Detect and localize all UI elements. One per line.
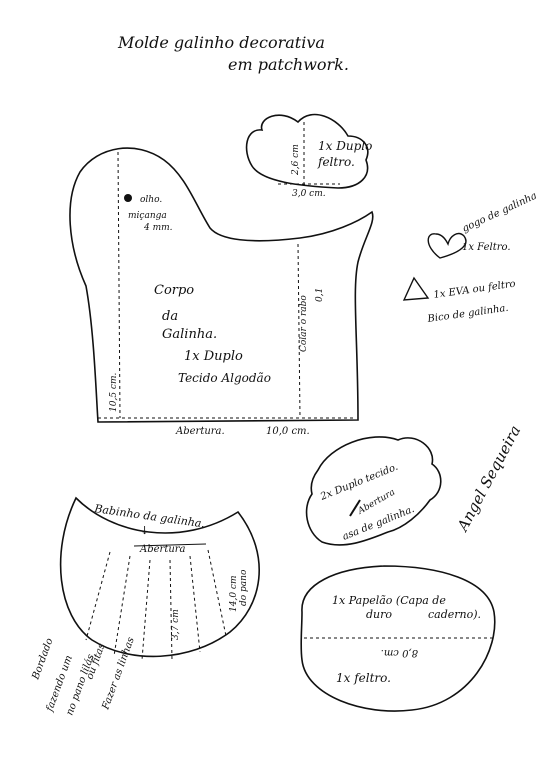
skirt-measure-right-a: 14,0 cm: [229, 576, 239, 612]
skirt-radial-line: [141, 559, 151, 661]
small-wing-piece: 2,6 cm 1x Duplo feltro. 3,0 cm.: [245, 113, 372, 199]
beak-shape: [402, 276, 430, 301]
heart-shape: [427, 232, 467, 259]
tail-line: [297, 243, 301, 419]
beak-label: Bico de galinha.: [426, 303, 509, 325]
body-height-line: [117, 151, 121, 419]
body-outline: [69, 147, 374, 423]
skirt-arrow: ↓: [140, 524, 149, 537]
skirt-opening-line: [133, 543, 207, 547]
tail-label: Colar o rabo: [299, 295, 309, 352]
body-label-3: Galinha.: [162, 327, 217, 342]
small-wing-label-1: 1x Duplo: [318, 139, 372, 153]
big-wing-opening-mark: [349, 499, 361, 517]
heart-count: 1x Feltro.: [462, 242, 511, 253]
eye-dot: [124, 194, 132, 202]
eye-label-2: miçanga: [128, 211, 167, 221]
title-line-1: Molde galinho decorativa: [117, 33, 325, 52]
skirt-measure-left: 3,7 cm: [171, 609, 181, 640]
base-outline: [300, 565, 496, 712]
skirt-radial-line: [85, 551, 111, 641]
body-height: 10,5 cm.: [109, 373, 119, 412]
skirt-radial-line: [207, 549, 227, 637]
skirt-measure-right-b: do pano: [239, 569, 249, 606]
base-line-1: 1x Papelão (Capa de: [332, 594, 446, 607]
small-wing-height: 2,6 cm: [291, 144, 301, 176]
heart-label: gogo de galinha.: [461, 189, 536, 235]
skirt-radial-lines: [85, 549, 227, 661]
body-opening: Abertura.: [175, 426, 225, 437]
base-measure: 8,0 cm.: [381, 647, 418, 658]
base-piece: 1x Papelão (Capa de duro caderno). 8,0 c…: [300, 565, 496, 712]
skirt-outline: [59, 496, 260, 658]
body-piece: olho. miçanga 4 mm. 10,5 cm. Colar o rab…: [69, 147, 374, 437]
big-wing-outline: [305, 436, 442, 546]
author-signature: Angel Sequeira: [453, 422, 525, 535]
skirt-radial-line: [113, 555, 131, 657]
skirt-radial-line: [169, 559, 173, 661]
title-line-2: em patchwork.: [228, 55, 349, 74]
small-wing-outline: [245, 113, 369, 189]
body-label-1: Corpo: [154, 283, 194, 298]
skirt-opening: Abertura: [139, 544, 186, 555]
eye-label-3: 4 mm.: [143, 223, 173, 233]
base-line-4: 1x feltro.: [336, 671, 391, 685]
skirt-piece: Babinho da galinha. ↓ Abertura 3,7 cm 14…: [30, 496, 260, 717]
skirt-note-a: Bordado: [30, 637, 55, 682]
body-width: 10,0 cm.: [266, 426, 310, 437]
small-wing-label-2: feltro.: [317, 155, 355, 169]
big-wing-piece: 2x Duplo tecido. Abertura asa de galinha…: [305, 436, 442, 546]
small-wing-width: 3,0 cm.: [292, 189, 326, 199]
body-label-4: 1x Duplo: [184, 349, 243, 364]
big-wing-line-3: asa de galinha.: [341, 504, 416, 543]
beak-legend: 1x EVA ou feltro Bico de galinha.: [402, 276, 516, 325]
body-label-5: Tecido Algodão: [178, 371, 271, 385]
tail-marks: 0,1: [315, 288, 325, 302]
beak-material: 1x EVA ou feltro: [433, 279, 516, 301]
heart-legend: gogo de galinha. 1x Feltro.: [427, 189, 536, 259]
base-line-2: duro: [366, 608, 392, 621]
base-line-3: caderno).: [428, 608, 481, 621]
eye-label-1: olho.: [140, 195, 162, 205]
skirt-radial-line: [189, 555, 201, 653]
body-label-2: da: [162, 309, 178, 324]
